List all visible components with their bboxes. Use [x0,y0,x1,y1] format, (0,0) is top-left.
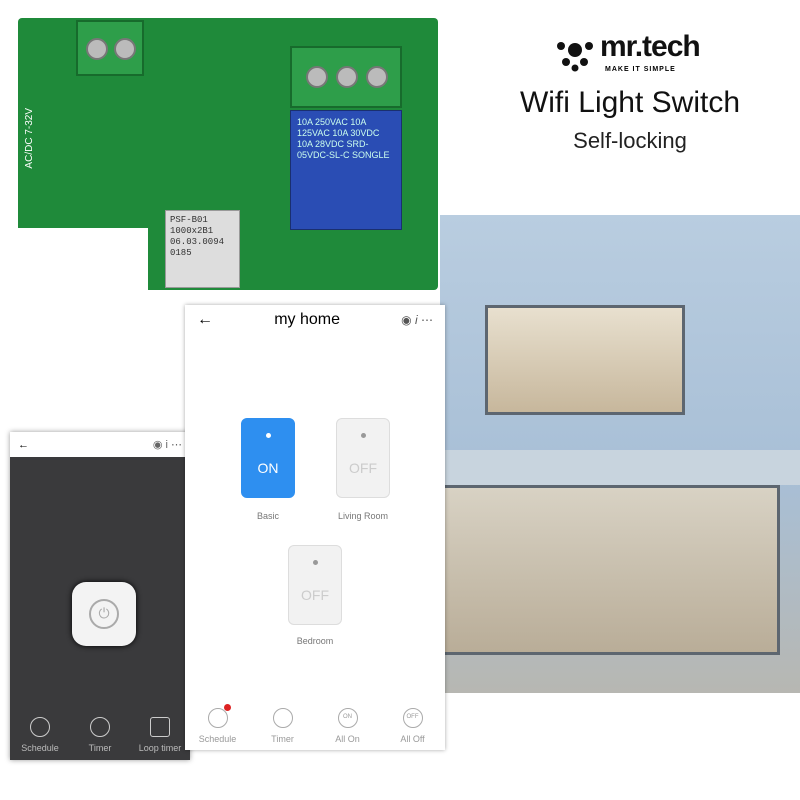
stopwatch-icon [272,708,293,728]
header-icons[interactable]: ◉ i ⋯ [401,313,433,327]
relay: 10A 250VAC 10A 125VAC 10A 30VDC 10A 28VD… [290,110,402,230]
app-title: my home [274,311,340,328]
pcb-board-image: AC/DC 7-32V 10A 250VAC 10A 125VAC 10A 30… [18,18,438,290]
notification-badge [223,704,231,711]
power-button[interactable]: ⏻ [72,582,136,646]
switch-living-room[interactable]: OFF [336,418,390,498]
pcb-voltage-label: AC/DC 7-32V [24,108,35,169]
bottom-timer[interactable]: Timer [255,708,311,744]
arrow-left-icon[interactable]: ← [197,311,213,328]
loop-icon [150,717,170,737]
all-on-icon: ON [337,708,358,728]
alarm-clock-icon [207,708,228,728]
switch-label: Living Room [337,511,389,521]
house-photo [440,215,800,693]
alarm-clock-icon [30,717,50,737]
header-icons: ◉ i ⋯ [152,439,182,451]
brand-logo-icon [557,42,593,72]
switch-basic[interactable]: ON [241,418,295,498]
bottom-schedule[interactable]: Schedule [190,704,246,744]
brand-tagline: MAKE IT SIMPLE [605,66,676,73]
brand-name: mr.tech [600,30,701,63]
all-off-icon: OFF [402,708,423,728]
bottom-loop-timer[interactable]: Loop timer [132,717,188,753]
stopwatch-icon [90,717,110,737]
switch-label: Bedroom [296,636,334,646]
switch-label: Basic [256,511,279,521]
product-subtitle: Self-locking [573,128,687,153]
main-app-screen: ← my home ◉ i ⋯ ON Basic OFF Living Room… [185,305,445,750]
product-title: Wifi Light Switch [519,86,741,119]
power-icon: ⏻ [89,599,119,629]
back-button[interactable]: ← [18,438,29,451]
wifi-module: PSF-B01 1000x2B1 06.03.0094 0185 [165,210,240,288]
bottom-schedule[interactable]: Schedule [12,717,68,753]
bottom-timer[interactable]: Timer [72,717,128,753]
switch-app-screen: ← ◉ i ⋯ ⏻ Schedule Timer Loop timer [10,432,190,760]
switch-bedroom[interactable]: OFF [288,545,342,625]
